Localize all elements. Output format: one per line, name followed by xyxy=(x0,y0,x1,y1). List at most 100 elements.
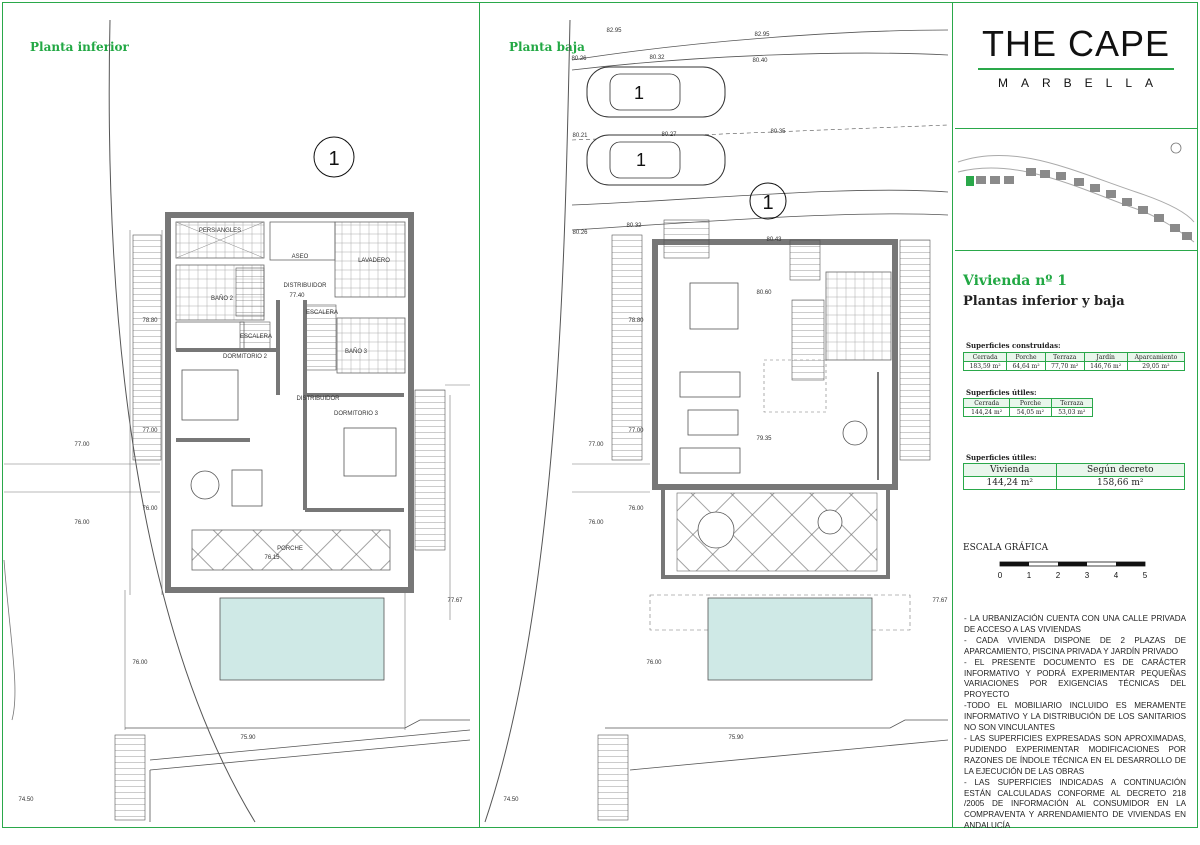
graphic-scale: 0 1 2 3 4 5 xyxy=(998,561,1148,580)
svg-text:BAÑO 3: BAÑO 3 xyxy=(345,348,368,355)
svg-text:ESCALERA: ESCALERA xyxy=(306,310,338,316)
lower-pool xyxy=(219,597,385,681)
car-1 xyxy=(586,66,726,118)
svg-text:2: 2 xyxy=(1056,571,1061,580)
bed-dormitorio-3 xyxy=(343,427,397,477)
svg-text:80.32: 80.32 xyxy=(626,223,642,229)
svg-text:LAVADERO: LAVADERO xyxy=(358,258,390,264)
svg-text:77.00: 77.00 xyxy=(588,442,604,448)
note-item: - LAS SUPERFICIES EXPRESADAS SON APROXIM… xyxy=(964,733,1186,776)
svg-text:77.00: 77.00 xyxy=(628,428,644,434)
svg-text:77.67: 77.67 xyxy=(932,598,948,604)
svg-text:80.32: 80.32 xyxy=(649,55,665,61)
svg-text:79.35: 79.35 xyxy=(756,436,772,442)
note-item: - CADA VIVIENDA DISPONE DE 2 PLAZAS DE A… xyxy=(964,635,1186,656)
ground-section-marker xyxy=(749,182,787,220)
svg-text:DORMITORIO 2: DORMITORIO 2 xyxy=(223,354,268,360)
brand-underline xyxy=(978,68,1174,70)
svg-text:80.40: 80.40 xyxy=(752,58,768,64)
svg-text:76.00: 76.00 xyxy=(646,660,662,666)
divider-panel xyxy=(952,2,953,828)
svg-text:75.90: 75.90 xyxy=(728,735,744,741)
svg-text:3: 3 xyxy=(1085,571,1090,580)
ground-pool xyxy=(707,597,873,681)
svg-text:ESCALERA: ESCALERA xyxy=(240,334,272,340)
svg-text:76.00: 76.00 xyxy=(132,660,148,666)
ground-floor-plan: 1 1 1 xyxy=(484,19,948,823)
svg-text:82.95: 82.95 xyxy=(606,28,622,34)
svg-text:PORCHE: PORCHE xyxy=(277,546,303,552)
svg-text:1: 1 xyxy=(762,192,773,214)
svg-text:1: 1 xyxy=(634,83,644,103)
svg-text:80.43: 80.43 xyxy=(766,237,782,243)
svg-text:0: 0 xyxy=(998,571,1003,580)
note-item: - LA URBANIZACIÓN CUENTA CON UNA CALLE P… xyxy=(964,614,1186,634)
scale-label: ESCALA GRÁFICA xyxy=(963,543,1049,553)
svg-text:75.90: 75.90 xyxy=(240,735,256,741)
sheet-frame xyxy=(2,2,1198,828)
notes-block: - LA URBANIZACIÓN CUENTA CON UNA CALLE P… xyxy=(964,614,1186,832)
panel-separator-2 xyxy=(955,250,1198,251)
car-2 xyxy=(586,134,726,186)
svg-text:76.00: 76.00 xyxy=(628,506,644,512)
svg-text:DISTRIBUIDOR: DISTRIBUIDOR xyxy=(296,396,340,402)
north-icon xyxy=(1170,142,1182,154)
useful-surfaces-2-label: Superficies útiles: xyxy=(966,453,1037,462)
svg-text:ASEO: ASEO xyxy=(292,254,309,260)
brand-logo: THE CAPE MARBELLA xyxy=(956,24,1196,90)
svg-text:DISTRIBUIDOR: DISTRIBUIDOR xyxy=(283,283,327,289)
svg-text:BAÑO 2: BAÑO 2 xyxy=(211,295,234,302)
porch-tiles xyxy=(191,529,391,571)
svg-text:80.60: 80.60 xyxy=(756,290,772,296)
side-stair-left xyxy=(132,234,162,461)
svg-text:74.50: 74.50 xyxy=(503,797,519,803)
bed-dormitorio-2 xyxy=(181,369,239,421)
svg-text:80.21: 80.21 xyxy=(572,133,588,139)
svg-text:80.35: 80.35 xyxy=(770,129,786,135)
lower-plan-title: Planta inferior xyxy=(30,40,129,54)
svg-text:77.00: 77.00 xyxy=(74,442,90,448)
svg-text:76.15: 76.15 xyxy=(264,555,280,561)
divider-plans xyxy=(479,2,480,828)
svg-text:80.26: 80.26 xyxy=(572,230,588,236)
bottom-stair xyxy=(114,734,146,821)
svg-text:1: 1 xyxy=(328,148,339,170)
lower-floor-plan: 1 PERSIANGLES ASEO LAVADERO BAÑO 2 DISTR… xyxy=(3,19,471,823)
svg-text:80.27: 80.27 xyxy=(661,132,677,138)
useful-surfaces-label: Superficies útiles: xyxy=(966,388,1037,397)
note-item: - LAS SUPERFICIES INDICADAS A CONTINUACI… xyxy=(964,777,1186,831)
unit-subtitle: Plantas inferior y baja xyxy=(963,294,1125,309)
svg-text:77.00: 77.00 xyxy=(142,428,158,434)
side-stair-right xyxy=(414,389,446,551)
panel-separator xyxy=(955,128,1198,129)
svg-text:76.00: 76.00 xyxy=(74,520,90,526)
svg-text:1: 1 xyxy=(1027,571,1032,580)
svg-text:4: 4 xyxy=(1114,571,1119,580)
svg-text:74.50: 74.50 xyxy=(18,797,34,803)
unit-title: Vivienda nº 1 xyxy=(963,273,1068,289)
svg-text:78.80: 78.80 xyxy=(142,318,158,324)
note-item: -TODO EL MOBILIARIO INCLUIDO ES MERAMENT… xyxy=(964,701,1186,733)
svg-text:76.00: 76.00 xyxy=(142,506,158,512)
svg-text:77.67: 77.67 xyxy=(447,598,463,604)
brand-name: THE CAPE xyxy=(981,23,1171,64)
lower-building-walls xyxy=(165,212,414,593)
svg-text:PERSIANGLES: PERSIANGLES xyxy=(199,228,241,234)
svg-text:78.80: 78.80 xyxy=(628,318,644,324)
ground-plan-title: Planta baja xyxy=(509,40,585,54)
svg-text:5: 5 xyxy=(1143,571,1148,580)
svg-text:80.26: 80.26 xyxy=(571,56,587,62)
svg-text:1: 1 xyxy=(636,150,646,170)
svg-text:DORMITORIO 3: DORMITORIO 3 xyxy=(334,411,379,417)
note-item: - EL PRESENTE DOCUMENTO ES DE CARÁCTER I… xyxy=(964,657,1186,700)
built-surfaces-label: Superficies construidas: xyxy=(966,341,1061,350)
site-location-map xyxy=(957,142,1195,243)
svg-text:76.00: 76.00 xyxy=(588,520,604,526)
brand-location: MARBELLA xyxy=(997,76,1167,90)
svg-text:77.40: 77.40 xyxy=(289,293,305,299)
dining-table xyxy=(689,282,739,330)
section-marker xyxy=(313,136,355,178)
